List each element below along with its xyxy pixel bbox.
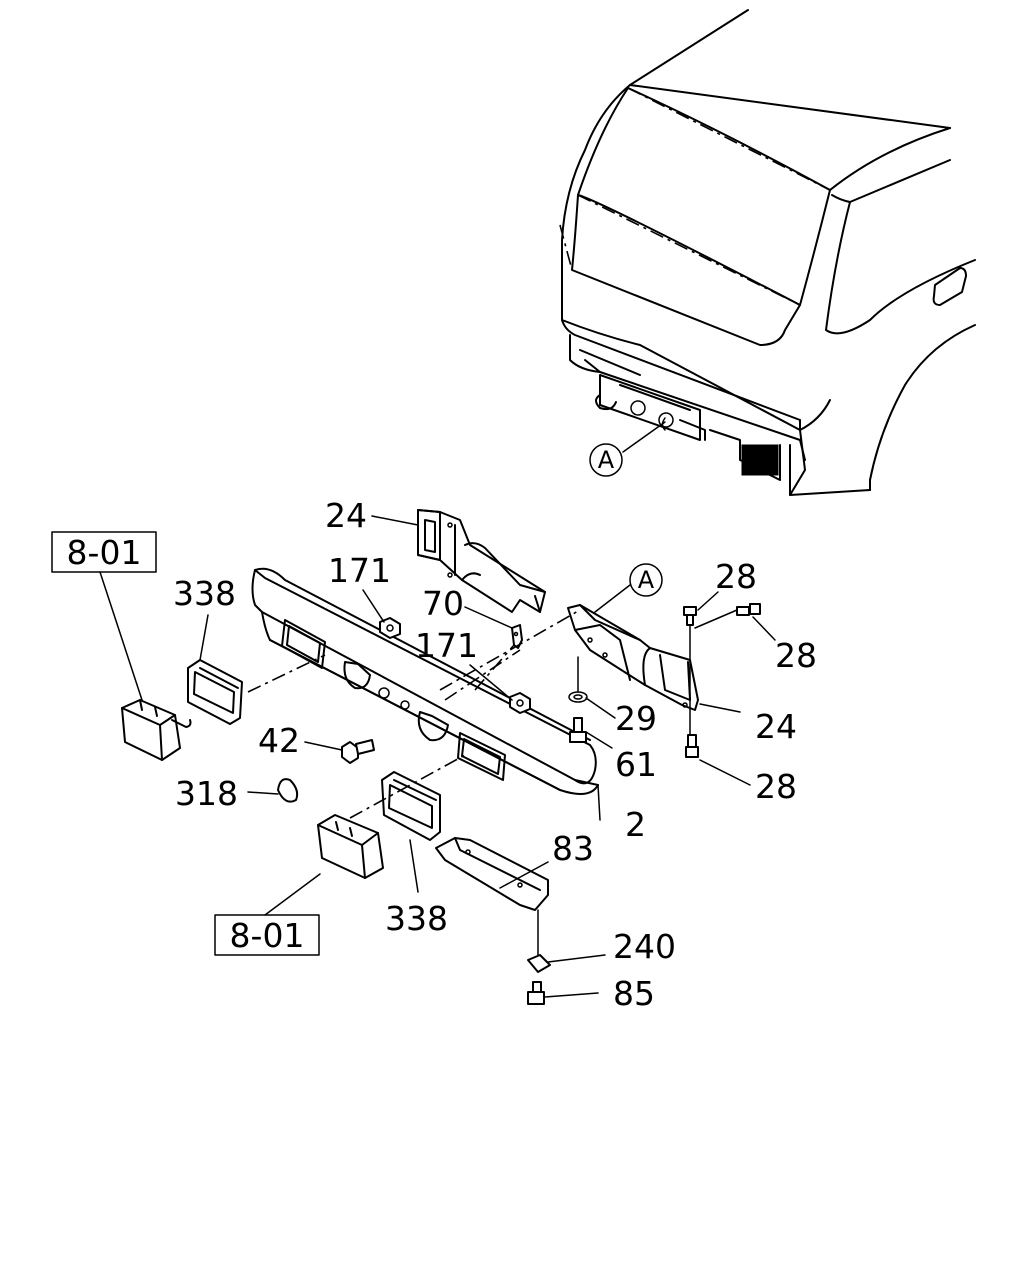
callout-labels: 24 171 70 171 338 42 318 338 2 83 240 85… (173, 496, 817, 1013)
gasket-338-top (187, 659, 243, 725)
callout-85: 85 (613, 974, 655, 1013)
callout-2: 2 (625, 805, 646, 844)
reference-a-bumper: A (629, 563, 663, 597)
callout-61: 61 (615, 745, 657, 784)
vehicle-rear-illustration (559, 9, 976, 496)
ref-box-8-01-top-label: 8-01 (67, 533, 142, 572)
callout-70: 70 (422, 584, 464, 623)
cap-318 (277, 778, 299, 803)
callout-83: 83 (552, 829, 594, 868)
ref-box-8-01-bottom-label: 8-01 (230, 916, 305, 955)
stud-28-bottom (685, 734, 699, 758)
nut-171-mid (509, 692, 531, 714)
callout-28-right: 28 (775, 636, 817, 675)
assembly-lines (247, 584, 631, 819)
lamp-left (121, 699, 192, 761)
clip-nut-240 (527, 954, 551, 973)
callout-24-top: 24 (325, 496, 367, 535)
callout-338-bottom: 338 (385, 899, 448, 938)
nut-171-top (379, 617, 401, 639)
callout-42: 42 (258, 721, 300, 760)
bolt-85 (527, 981, 545, 1005)
ref-box-8-01-bottom[interactable]: 8-01 (214, 914, 320, 956)
bolt-42 (341, 739, 375, 764)
reference-a-vehicle: A (589, 443, 623, 477)
bracket-24-right (567, 604, 699, 711)
bolt-61 (569, 717, 587, 743)
reference-a-vehicle-label: A (598, 446, 615, 474)
stud-28-top (683, 606, 697, 626)
callout-28-bottom: 28 (755, 767, 797, 806)
plate-83 (435, 837, 549, 911)
ref-box-8-01-top[interactable]: 8-01 (51, 531, 157, 573)
bracket-24-top (417, 509, 546, 613)
reference-a-bumper-label: A (638, 566, 655, 594)
callout-28-top: 28 (715, 557, 757, 596)
callout-318: 318 (175, 774, 238, 813)
callout-29: 29 (615, 699, 657, 738)
stud-28-right (736, 603, 761, 616)
callout-240: 240 (613, 927, 676, 966)
callout-24-right: 24 (755, 707, 797, 746)
rear-bumper (251, 567, 599, 795)
leader-lines (99, 515, 776, 998)
callout-171-top: 171 (328, 551, 391, 590)
lamp-right (317, 814, 384, 879)
callout-171-mid: 171 (415, 626, 478, 665)
callout-338-top: 338 (173, 574, 236, 613)
washer-29 (568, 691, 588, 703)
gasket-338-bottom (381, 771, 441, 841)
